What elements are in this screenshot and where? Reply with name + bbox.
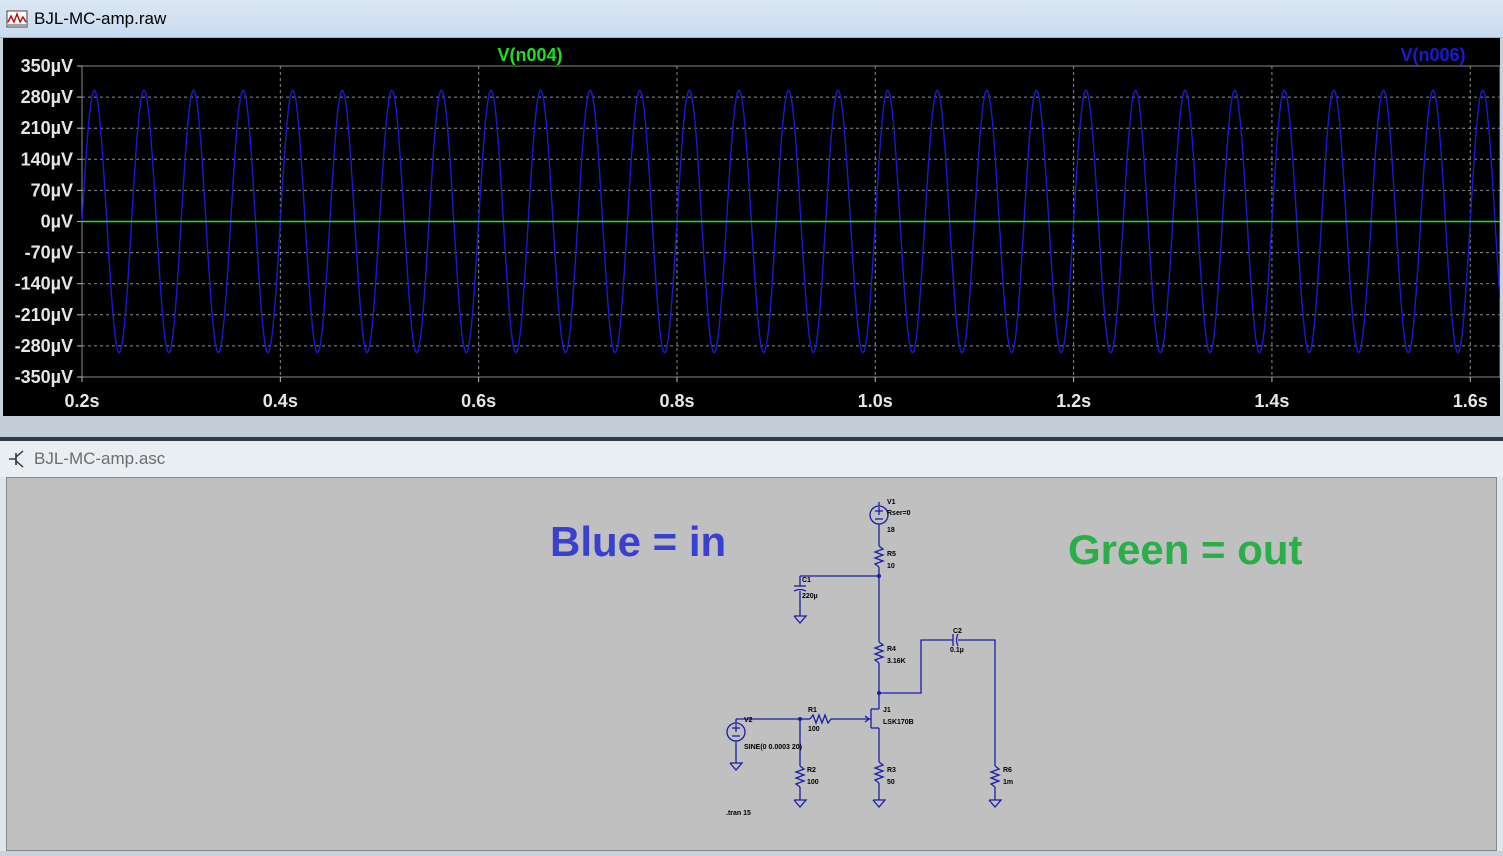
x-tick-label: 1.4s: [1254, 391, 1289, 411]
r5-label: R5: [887, 551, 896, 558]
r3-value: 50: [887, 779, 895, 786]
y-tick-label: 70µV: [31, 180, 73, 200]
x-tick-label: 1.2s: [1056, 391, 1091, 411]
x-tick-label: 1.6s: [1453, 391, 1488, 411]
trace-label-V(n006)[interactable]: V(n006): [1400, 45, 1465, 65]
r6-label: R6: [1003, 767, 1012, 774]
waveform-plot[interactable]: 350µV 280µV 210µV 140µV 70µV 0µV -70µV -140µV -2…: [3, 38, 1500, 416]
c2-value: 0.1µ: [950, 647, 964, 654]
note-blue-in[interactable]: Blue = in: [550, 518, 727, 565]
c1-value: 220µ: [802, 593, 818, 600]
j1-jfet[interactable]: [839, 693, 880, 762]
note-green-out[interactable]: Green = out: [1068, 526, 1303, 573]
series-line-V(n006)[interactable]: [81, 89, 1500, 354]
c1-label: C1: [802, 577, 811, 584]
x-tick-label: 0.4s: [263, 391, 298, 411]
r4-resistor[interactable]: [873, 641, 885, 693]
schematic-window-titlebar[interactable]: BJL-MC-amp.asc: [0, 437, 1503, 477]
x-tick-label: 1.0s: [858, 391, 893, 411]
y-tick-label: -70µV: [25, 243, 73, 263]
j1-value: LSK170B: [883, 719, 914, 726]
r2-value: 100: [807, 779, 819, 786]
r1-label: R1: [808, 707, 817, 714]
j1-label: J1: [883, 707, 891, 714]
waveform-window-title: BJL-MC-amp.raw: [34, 8, 167, 28]
trace-label-V(n004)[interactable]: V(n004): [497, 45, 562, 65]
c2-label: C2: [953, 628, 962, 635]
y-tick-label: 350µV: [21, 56, 73, 76]
r6-resistor[interactable]: [988, 765, 1003, 808]
v1-value: 18: [887, 527, 895, 534]
v1-label: V1: [887, 499, 896, 506]
circuit-diagram[interactable]: V1 Rser=0 18 R5 10 C1 220µ R4 3.16K C2 0…: [7, 478, 1496, 850]
schematic-canvas[interactable]: Blue = in Green = out: [6, 477, 1497, 851]
y-tick-label: 140µV: [21, 149, 73, 169]
r4-value: 3.16K: [887, 658, 906, 665]
r5-resistor[interactable]: [873, 545, 885, 576]
y-tick-label: 210µV: [21, 118, 73, 138]
r3-resistor[interactable]: [872, 761, 887, 808]
schematic-window-title: BJL-MC-amp.asc: [34, 449, 166, 468]
window-bottom-border: [0, 851, 1503, 856]
y-tick-label: 280µV: [21, 87, 73, 107]
waveform-viewer-icon: [6, 10, 28, 27]
y-tick-label: -210µV: [15, 305, 73, 325]
r1-resistor[interactable]: [800, 713, 839, 725]
x-tick-label: 0.6s: [461, 391, 496, 411]
v2-value: SINE(0 0.0003 20): [744, 744, 802, 751]
r6-value: 1m: [1003, 779, 1013, 786]
r2-resistor[interactable]: [793, 765, 808, 808]
r3-label: R3: [887, 767, 896, 774]
x-tick-label: 0.8s: [659, 391, 694, 411]
v1-rser-label: Rser=0: [887, 510, 911, 517]
y-tick-label: -140µV: [15, 274, 73, 294]
c2-capacitor[interactable]: [952, 633, 996, 766]
y-tick-label: 0µV: [41, 212, 73, 232]
waveform-plot-pane[interactable]: 350µV 280µV 210µV 140µV 70µV 0µV -70µV -140µV -2…: [0, 38, 1503, 416]
pane-divider[interactable]: [0, 416, 1503, 438]
waveform-window-titlebar[interactable]: BJL-MC-amp.raw: [0, 0, 1503, 38]
x-tick-label: 0.2s: [64, 391, 99, 411]
c1-capacitor[interactable]: [793, 585, 808, 624]
y-tick-label: -280µV: [15, 336, 73, 356]
v2-label: V2: [744, 717, 753, 724]
y-tick-label: -350µV: [15, 367, 73, 387]
tran-directive[interactable]: .tran 15: [726, 810, 751, 817]
schematic-editor-icon: [9, 450, 24, 468]
v1-voltage-source[interactable]: [869, 502, 889, 546]
r4-label: R4: [887, 646, 896, 653]
r1-value: 100: [808, 726, 820, 733]
v2-sine-source[interactable]: [726, 718, 800, 771]
r5-value: 10: [887, 563, 895, 570]
r2-label: R2: [807, 767, 816, 774]
